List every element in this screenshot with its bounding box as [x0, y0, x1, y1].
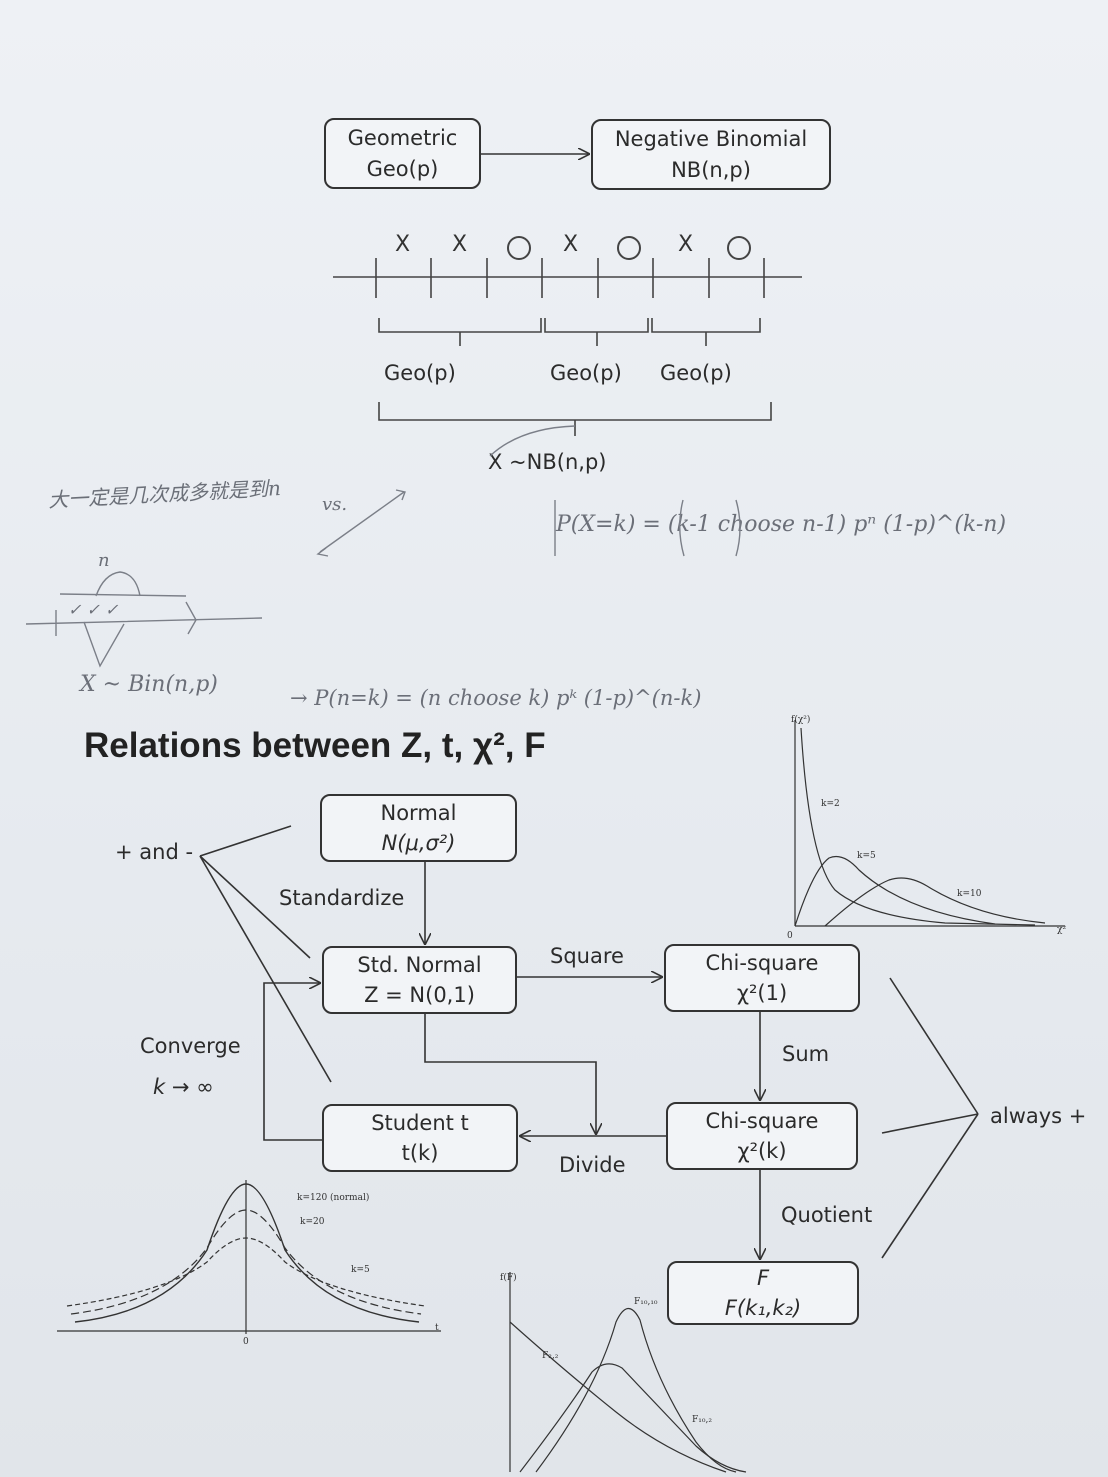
f-curve-22: [509, 1321, 727, 1473]
t-plot-origin: 0: [243, 1337, 249, 1347]
nb-sum-label: X ~NB(n,p): [488, 450, 607, 474]
negative-binomial-node: Negative Binomial NB(n,p): [591, 119, 831, 190]
f-param: F(k₁,k₂): [724, 1296, 802, 1320]
geometric-param: Geo(p): [366, 156, 439, 181]
trial-success-mark: [617, 236, 641, 260]
f-node: F F(k₁,k₂): [667, 1261, 859, 1325]
always-plus-line-2: [881, 1113, 979, 1134]
normal-param: N(μ,σ²): [381, 831, 456, 855]
t-curve-k20: [70, 1209, 422, 1315]
std-normal-param: Z = N(0,1): [364, 983, 475, 1007]
geometric-label: Geometric: [347, 126, 458, 151]
chi-curve-k2: [800, 727, 1036, 926]
f-plot-a: F₂,₂: [542, 1351, 559, 1361]
chi-curve-k10: [824, 877, 1046, 927]
normal-to-divide-arrow: [424, 1014, 596, 1134]
trial-failure-mark: X: [563, 232, 579, 257]
converge-label: Converge: [140, 1034, 241, 1058]
trial-failure-mark: X: [452, 232, 468, 257]
divide-label: Divide: [559, 1153, 626, 1177]
geo-label-3: Geo(p): [660, 361, 732, 385]
t-plot-k120: k=120 (normal): [297, 1192, 369, 1203]
square-label: Square: [550, 944, 624, 968]
student-t-param: t(k): [401, 1141, 439, 1165]
chi-square-k-param: χ²(k): [737, 1139, 787, 1163]
standardize-label: Standardize: [279, 886, 405, 910]
geo-label-1: Geo(p): [384, 361, 456, 385]
geometric-node: Geometric Geo(p): [324, 118, 481, 189]
chi-curve-k5: [794, 855, 996, 927]
trial-failure-mark: X: [395, 232, 411, 257]
f-plot-ylabel: f(F): [500, 1272, 517, 1283]
chi-plot-k2: k=2: [821, 799, 840, 809]
t-curve-k5: [66, 1237, 426, 1307]
trial-success-mark: [507, 236, 531, 260]
always-plus-label: always +: [990, 1104, 1087, 1128]
chi-plot-k10: k=10: [957, 889, 982, 899]
handwritten-strokes: [25, 425, 741, 668]
trial-success-mark: [727, 236, 751, 260]
t-plot: 0 t k=120 (normal) k=20 k=5: [57, 1180, 441, 1347]
f-plot: f(F) F₂,₂ F₁₀,₁₀ F₁₀,₂: [500, 1272, 747, 1473]
chi-square-1-node: Chi-square χ²(1): [664, 944, 860, 1012]
handwritten-bin-pmf: → P(n=k) = (n choose k) pᵏ (1-p)^(n-k): [290, 686, 702, 710]
chi-square-1-param: χ²(1): [736, 981, 788, 1005]
always-plus-line-1: [889, 977, 979, 1115]
normal-node: Normal N(μ,σ²): [320, 794, 517, 862]
handwritten-checks: ✓ ✓ ✓: [68, 600, 119, 619]
geo-braces: [378, 318, 772, 436]
negative-binomial-label: Negative Binomial: [614, 127, 808, 152]
sum-label: Sum: [782, 1042, 830, 1066]
plus-minus-line-2: [199, 855, 311, 959]
std-normal-label: Std. Normal: [357, 952, 482, 977]
plus-minus-label: + and -: [115, 840, 194, 864]
student-t-node: Student t t(k): [322, 1104, 518, 1172]
f-plot-b: F₁₀,₁₀: [634, 1297, 658, 1307]
trial-failure-mark: X: [678, 232, 694, 257]
handwritten-binomial: X ~ Bin(n,p): [80, 672, 218, 697]
geo-label-2: Geo(p): [550, 361, 622, 385]
quotient-label: Quotient: [781, 1203, 873, 1227]
handwritten-vs: vs.: [322, 494, 348, 515]
t-plot-k20: k=20: [300, 1217, 325, 1227]
f-curve-1010: [535, 1307, 737, 1473]
f-label: F: [756, 1265, 770, 1290]
always-plus-line-3: [881, 1113, 979, 1259]
f-plot-c: F₁₀,₂: [692, 1415, 712, 1425]
normal-label: Normal: [380, 800, 457, 825]
handwritten-n: n: [98, 550, 110, 571]
std-normal-node: Std. Normal Z = N(0,1): [322, 946, 517, 1014]
student-t-label: Student t: [371, 1110, 469, 1135]
chi-square-k-label: Chi-square: [705, 1108, 819, 1133]
trial-line: [333, 258, 802, 298]
chi-plot-xlabel: χ²: [1057, 925, 1066, 935]
t-curve-k120: [74, 1183, 420, 1323]
plus-minus-line-3: [199, 855, 332, 1083]
chi-square-1-label: Chi-square: [705, 950, 819, 975]
converge-limit-label: k → ∞: [153, 1075, 214, 1099]
chi-square-k-node: Chi-square χ²(k): [666, 1102, 858, 1170]
plus-minus-line-1: [199, 825, 292, 857]
chi-plot-ylabel: f(χ²): [791, 714, 810, 725]
negative-binomial-param: NB(n,p): [671, 157, 751, 182]
chi-square-plot: f(χ²) χ² 0 k=2 k=5 k=10: [787, 714, 1066, 941]
converge-arrow: [263, 983, 322, 1141]
chi-plot-k5: k=5: [857, 851, 876, 861]
section-title: Relations between Z, t, χ², F: [84, 726, 546, 765]
chi-plot-origin: 0: [787, 931, 793, 941]
t-plot-xlabel: t: [435, 1323, 439, 1333]
handwritten-nb-pmf: P(X=k) = (k-1 choose n-1) pⁿ (1-p)^(k-n): [556, 512, 1007, 537]
f-curve-102: [519, 1363, 747, 1473]
t-plot-k5: k=5: [351, 1265, 370, 1275]
